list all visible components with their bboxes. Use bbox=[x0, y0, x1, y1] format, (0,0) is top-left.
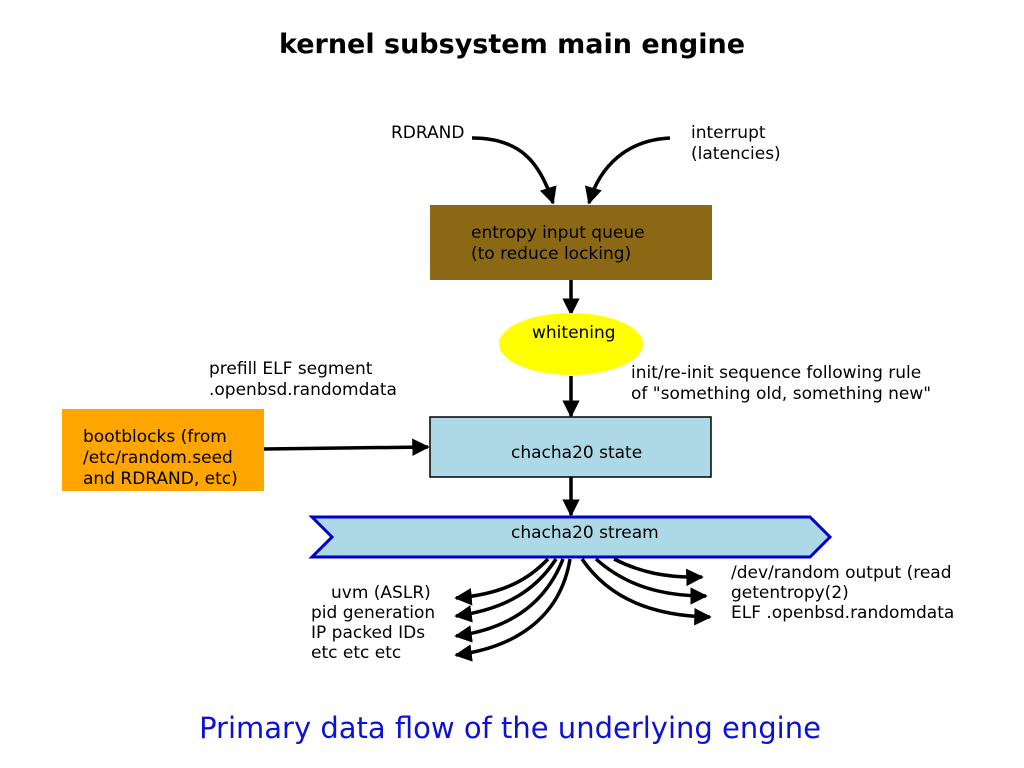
output-left-item: uvm (ASLR) bbox=[331, 583, 431, 603]
output-right-group: /dev/random output (read getentropy(2) E… bbox=[731, 563, 954, 623]
chacha20-stream-band bbox=[308, 515, 833, 559]
whitening-label: whitening bbox=[532, 323, 616, 343]
interrupt-arrow bbox=[584, 136, 671, 205]
diagram-title: kernel subsystem main engine bbox=[279, 29, 745, 60]
stream-to-getentropy-arrow bbox=[594, 557, 708, 605]
stream-to-uvm-arrow bbox=[454, 557, 550, 606]
entropy-queue-label: entropy input queue (to reduce locking) bbox=[471, 223, 650, 264]
bootblocks-label: bootblocks (from /etc/random.seed and RD… bbox=[83, 427, 238, 489]
output-left-item: etc etc etc bbox=[311, 643, 401, 663]
output-left-item: IP packed IDs bbox=[311, 623, 425, 643]
entropy-queue-box bbox=[430, 205, 712, 280]
stream-to-devrandom-arrow bbox=[613, 557, 704, 587]
output-right-item: /dev/random output (read bbox=[731, 563, 952, 583]
stream-to-pid-arrow bbox=[454, 558, 558, 623]
stream-to-etc-arrow bbox=[454, 558, 572, 662]
bootblocks-box bbox=[62, 409, 264, 491]
output-right-item: getentropy(2) bbox=[731, 583, 849, 603]
prefill-elf-note: prefill ELF segment .openbsd.randomdata bbox=[209, 359, 397, 400]
stream-to-ip-arrow bbox=[454, 558, 565, 643]
output-left-item: pid generation bbox=[311, 603, 435, 623]
diagram-caption: Primary data flow of the underlying engi… bbox=[199, 711, 821, 745]
rdrand-arrow bbox=[471, 136, 557, 205]
chacha20-stream-label: chacha20 stream bbox=[511, 523, 659, 543]
interrupt-label: interrupt (latencies) bbox=[691, 123, 781, 164]
init-rule-note: init/re-init sequence following rule of … bbox=[631, 363, 931, 404]
rdrand-label: RDRAND bbox=[391, 123, 464, 143]
bootblocks-to-state-arrow bbox=[263, 438, 430, 456]
chacha20-state-label: chacha20 state bbox=[511, 443, 642, 463]
stream-to-elf-arrow bbox=[580, 558, 712, 626]
whitening-ellipse bbox=[499, 313, 643, 375]
output-right-item: ELF .openbsd.randomdata bbox=[731, 603, 954, 623]
